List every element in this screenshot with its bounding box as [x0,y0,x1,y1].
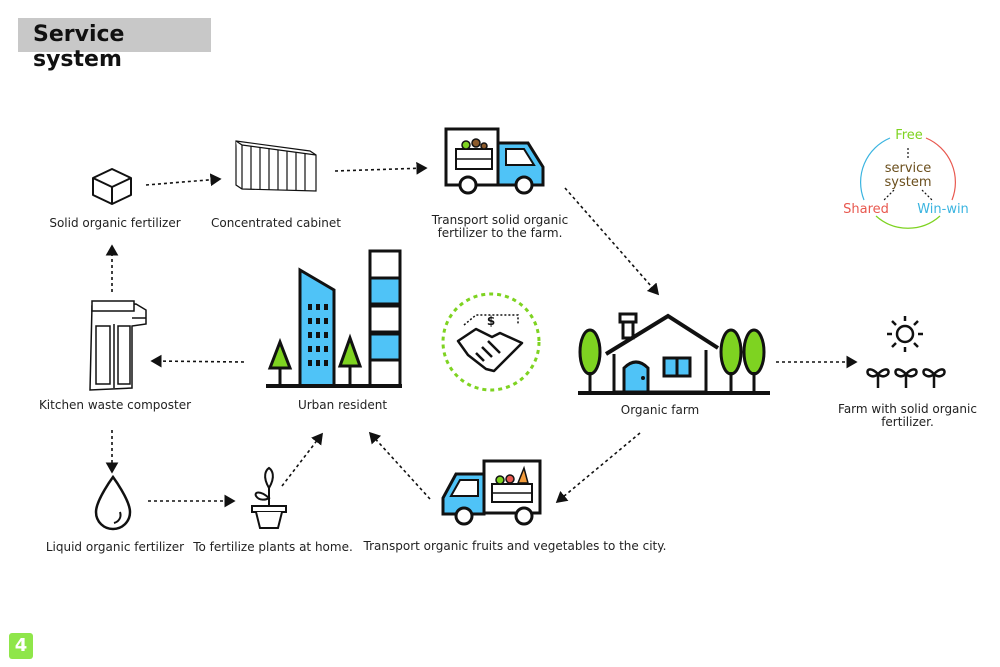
farmhouse-icon [578,312,770,395]
label-liquid-fertilizer: Liquid organic fertilizer [45,540,185,554]
truck-solid-icon [444,127,545,195]
arrow-plants-to-resident [281,432,323,487]
sun-sprouts-icon [866,316,946,388]
service-cycle-diagram [860,137,956,229]
label-organic-farm: Organic farm [620,403,700,417]
dollar-sign: $ [487,314,495,328]
triangle-center: service system [884,161,932,190]
cabinet-icon [235,140,317,192]
label-fertilize-plants: To fertilize plants at home. [193,540,353,554]
section-title: Service system [33,22,125,72]
label-farm-with-fertilizer: Farm with solid organic fertilizer. [838,402,977,429]
cube-icon [92,168,132,205]
page-number-badge: 4 [9,633,33,659]
triangle-shared: Shared [843,202,889,217]
triangle-free: Free [895,128,923,143]
label-transport-solid: Transport solid organic fertilizer to th… [431,213,569,240]
composter-icon [89,300,147,391]
arrow-farm-to-fruit-truck [555,432,641,504]
arrow-cabinet-to-transport [334,161,428,175]
handshake-icon: $ [441,292,541,392]
label-cabinet: Concentrated cabinet [210,216,342,230]
water-drop-icon [94,474,132,531]
section-header: Service system [18,18,211,72]
potted-plant-icon [251,466,287,529]
triangle-win-win: Win-win [917,202,969,217]
arrow-truck-to-resident [368,431,431,500]
label-transport-fruits: Transport organic fruits and vegetables … [363,539,667,553]
city-buildings-icon [266,249,402,388]
label-solid-fertilizer: Solid organic fertilizer [49,216,181,230]
arrow-resident-to-composter [150,354,245,368]
truck-fruits-icon [441,459,542,526]
arrow-solid-to-cabinet [145,173,222,187]
label-composter: Kitchen waste composter [38,398,192,412]
arrow-transport-to-farm [564,187,660,296]
label-urban-resident: Urban resident [297,398,388,412]
